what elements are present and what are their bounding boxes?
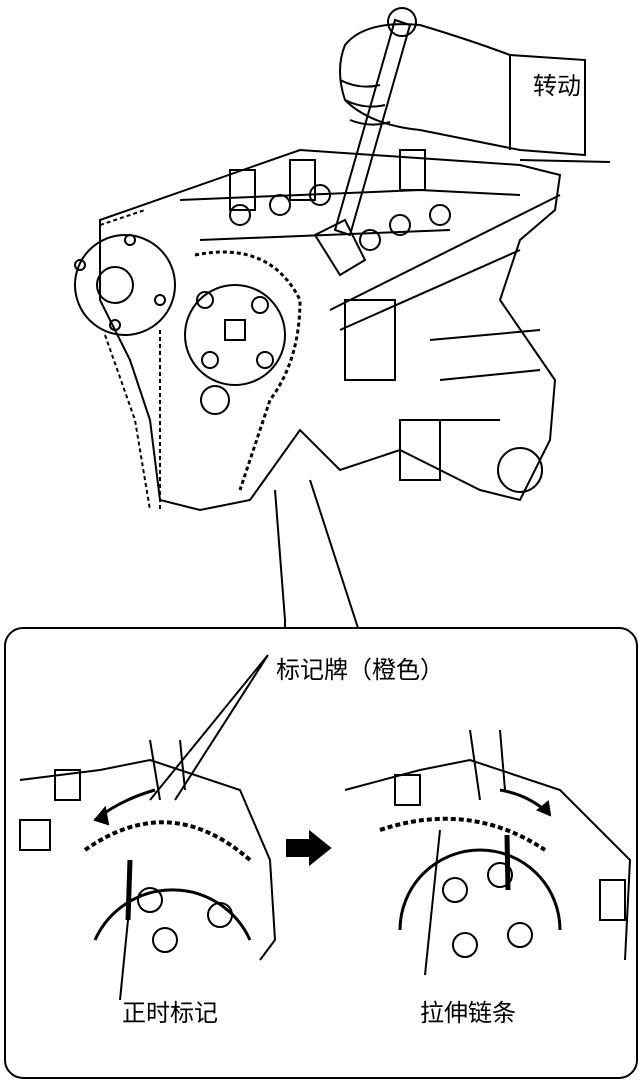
leader-line [274,489,286,628]
label-timing-mark: 正时标记 [122,999,218,1027]
leader-line [309,479,359,629]
label-tag-orange: 标记牌（橙色） [276,656,444,684]
intake-cam-sprocket [184,250,302,491]
exhaust-cam-sprocket [74,209,176,511]
detail-inset [4,627,638,1079]
label-stretch-chain: 拉伸链条 [420,999,516,1027]
tag-leader [149,654,269,801]
detail-before [19,739,277,1001]
detail-after [344,729,632,976]
hand [339,23,611,163]
engine-block [99,148,562,512]
transition-arrow [286,829,332,867]
label-rotate: 转动 [533,72,581,100]
